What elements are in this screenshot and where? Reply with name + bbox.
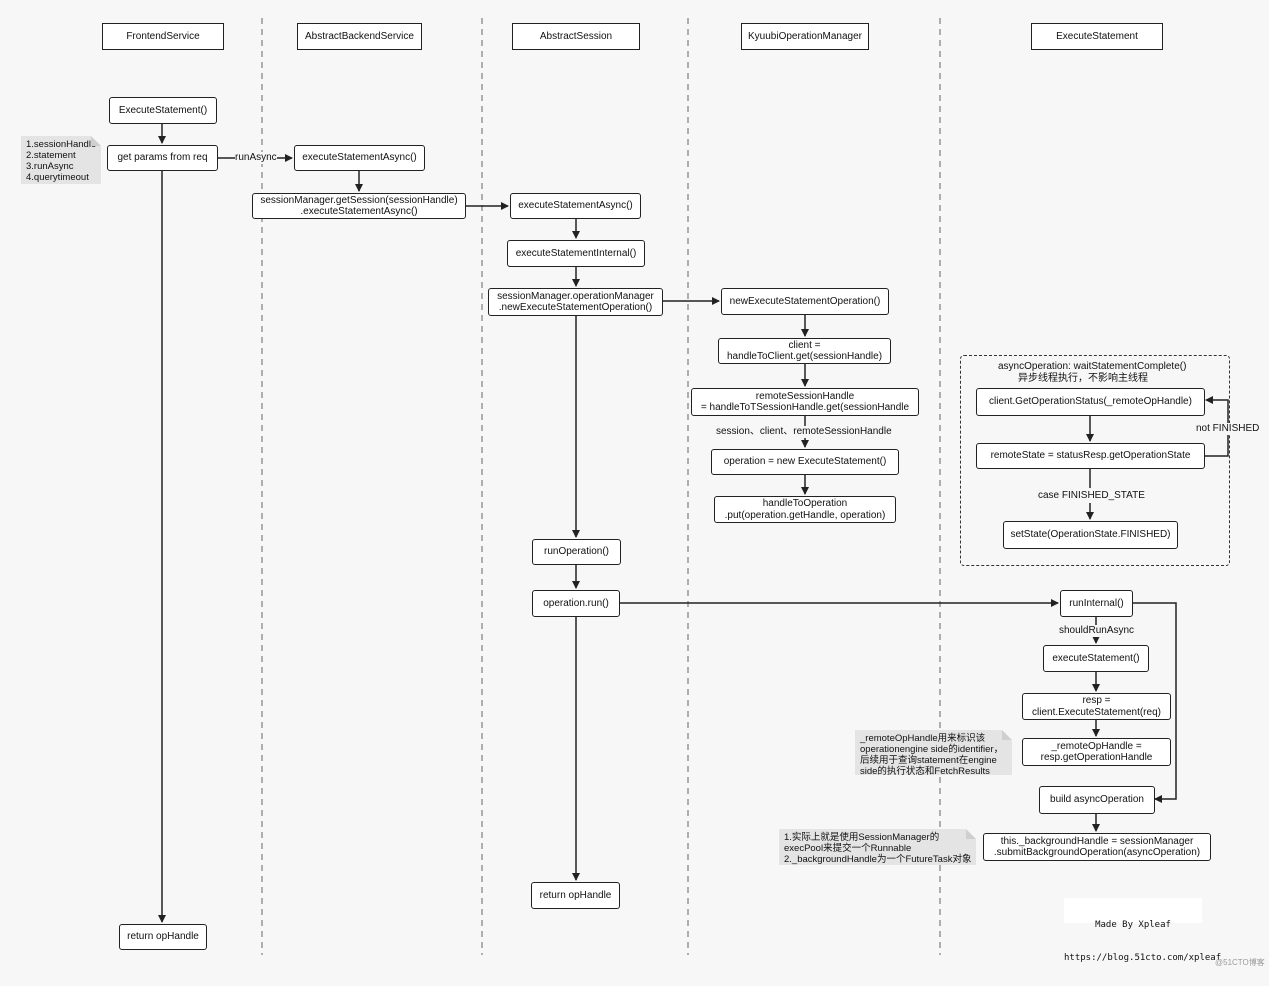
session-execute-statement-async: executeStatementAsync() xyxy=(510,193,641,219)
lane-abstract-backend-service: AbstractBackendService xyxy=(297,23,422,50)
remote-state: remoteState = statusResp.getOperationSta… xyxy=(976,443,1205,469)
get-session-execute-async: sessionManager.getSession(sessionHandle)… xyxy=(252,193,466,219)
param-note: 1.sessionHandle 2.statement 3.runAsync 4… xyxy=(21,136,101,184)
async-operation-group xyxy=(960,355,1230,566)
remote-session-handle: remoteSessionHandle = handleToTSessionHa… xyxy=(691,388,919,416)
should-run-async-label: shouldRunAsync xyxy=(1059,625,1135,637)
handle-to-operation-put: handleToOperation .put(operation.getHand… xyxy=(714,496,896,523)
session-return-ophandle: return opHandle xyxy=(531,882,620,909)
backend-execute-statement-async: executeStatementAsync() xyxy=(294,145,425,171)
get-operation-status: client.GetOperationStatus(_remoteOpHandl… xyxy=(976,388,1205,416)
run-async-label: runAsync xyxy=(235,152,277,164)
resp-client-execute-statement: resp = client.ExecuteStatement(req) xyxy=(1022,693,1171,720)
build-async-operation: build asyncOperation xyxy=(1039,786,1155,814)
remote-op-handle: _remoteOpHandle = resp.getOperationHandl… xyxy=(1022,738,1171,766)
run-operation: runOperation() xyxy=(532,539,621,565)
set-state-finished: setState(OperationState.FINISHED) xyxy=(1003,521,1178,549)
loop-arrow xyxy=(1133,602,1177,803)
new-execute-statement-operation-call: sessionManager.operationManager .newExec… xyxy=(488,288,663,316)
exec-pool-note: 1.实际上就是使用SessionManager的 execPool来提交一个Ru… xyxy=(779,829,976,865)
execute-statement-internal: executeStatementInternal() xyxy=(507,240,645,267)
execute-statement-call: executeStatement() xyxy=(1043,645,1149,672)
remote-op-handle-note: _remoteOpHandle用来标识该 operationengine sid… xyxy=(855,730,1012,777)
frontend-execute-statement: ExecuteStatement() xyxy=(109,97,217,124)
client-handle-to-client: client = handleToClient.get(sessionHandl… xyxy=(718,338,891,364)
credit-url: https://blog.51cto.com/xpleaf xyxy=(1064,953,1222,963)
session-client-remote-label: session、client、remoteSessionHandle xyxy=(716,426,892,438)
lane-frontend-service: FrontendService xyxy=(102,23,224,50)
get-params-from-req: get params from req xyxy=(107,145,218,171)
run-internal: runInternal() xyxy=(1060,590,1133,617)
submit-background-operation: this._backgroundHandle = sessionManager … xyxy=(983,833,1211,861)
new-execute-statement: operation = new ExecuteStatement() xyxy=(711,449,899,475)
frontend-return-ophandle: return opHandle xyxy=(119,924,207,950)
case-finished-label: case FINISHED_STATE xyxy=(1038,490,1145,502)
async-operation-title: asyncOperation: waitStatementComplete() … xyxy=(998,361,1187,384)
lane-kyuubi-operation-manager: KyuubiOperationManager xyxy=(741,23,869,50)
operation-run: operation.run() xyxy=(532,590,620,617)
credit-author: Made By Xpleaf xyxy=(1095,920,1171,930)
new-execute-statement-operation: newExecuteStatementOperation() xyxy=(721,288,889,315)
not-finished-label: not FINISHED xyxy=(1196,423,1260,435)
credit-box: Made By Xpleaf https://blog.51cto.com/xp… xyxy=(1064,898,1221,963)
lane-execute-statement: ExecuteStatement xyxy=(1031,23,1163,50)
watermark: @51CTO博客 xyxy=(1215,958,1265,967)
lane-abstract-session: AbstractSession xyxy=(512,23,640,50)
